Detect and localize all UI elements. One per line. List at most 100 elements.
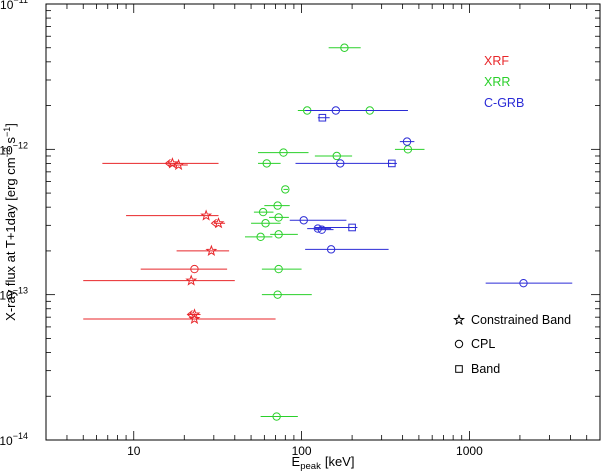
data-points — [83, 43, 573, 421]
circle-marker — [331, 106, 341, 115]
circle-marker — [256, 232, 265, 242]
data-point — [126, 209, 219, 221]
circle-marker — [273, 201, 282, 210]
square-marker — [388, 159, 396, 168]
legend-xrf: XRF — [484, 54, 509, 68]
y-tick-label: 10−13 — [0, 286, 28, 303]
circle-marker — [190, 264, 199, 274]
data-point — [289, 216, 347, 225]
data-point — [305, 106, 408, 115]
data-point — [269, 213, 289, 222]
square-marker — [318, 113, 327, 122]
star-marker — [185, 274, 198, 286]
data-point — [387, 159, 397, 168]
star-marker — [188, 312, 201, 325]
data-point — [261, 264, 302, 274]
data-point — [399, 137, 415, 146]
data-point — [258, 159, 281, 168]
data-point — [394, 145, 425, 154]
legend-cgrb: C-GRB — [484, 96, 524, 110]
circle-marker — [262, 159, 271, 168]
circle-marker — [317, 225, 327, 234]
star-marker — [205, 244, 218, 256]
legend-star: Constrained Band — [452, 313, 571, 327]
legend-circle: CPL — [454, 337, 495, 351]
legend-square-icon — [455, 365, 463, 373]
data-point — [328, 43, 361, 52]
data-point — [83, 274, 235, 286]
data-point — [83, 312, 276, 325]
y-tick-label: 10−12 — [0, 140, 28, 157]
star-marker — [172, 158, 185, 171]
circle-marker — [519, 278, 528, 288]
circle-marker — [332, 151, 341, 161]
circle-marker — [326, 245, 336, 254]
legend-star-icon — [452, 313, 466, 326]
upper-limit-arrow — [210, 218, 217, 228]
legend-square-label: Band — [471, 362, 500, 376]
data-point — [314, 225, 334, 234]
data-point — [168, 158, 188, 171]
data-point — [176, 244, 230, 256]
data-point — [264, 201, 290, 210]
data-point — [314, 151, 353, 161]
circle-marker — [402, 137, 412, 146]
data-point — [244, 232, 273, 242]
x-axis-title-unit: [keV] — [325, 454, 355, 469]
legend-star-label: Constrained Band — [471, 313, 571, 327]
star-marker — [200, 209, 213, 221]
plot-border — [45, 3, 601, 441]
circle-marker — [273, 290, 282, 299]
x-tick-label: 10 — [127, 444, 141, 458]
star-marker — [212, 217, 225, 229]
data-point — [102, 157, 219, 169]
data-point — [295, 159, 391, 168]
circle-marker — [281, 185, 290, 194]
plot-frame — [45, 3, 601, 441]
x-tick-label: 1000 — [456, 444, 483, 458]
circle-marker — [274, 213, 283, 222]
star-marker — [188, 308, 201, 320]
data-point — [253, 207, 274, 217]
data-point — [281, 185, 290, 194]
data-point — [485, 278, 573, 288]
x-axis-title-main: E — [292, 454, 301, 469]
data-point — [314, 223, 358, 232]
upper-limit-arrow — [164, 159, 171, 168]
legend-circle-label: CPL — [471, 337, 495, 351]
y-tick-label: 10−14 — [0, 431, 28, 448]
circle-marker — [336, 159, 345, 168]
circle-marker — [261, 219, 270, 228]
x-tick-label: 100 — [292, 444, 312, 458]
circle-marker — [279, 148, 288, 157]
data-point — [305, 245, 389, 254]
tick-labels: 10 100 1000 10−14 10−13 10−12 10−11 — [0, 0, 483, 458]
circle-marker — [313, 224, 323, 233]
circle-marker — [272, 412, 281, 421]
square-marker — [348, 223, 356, 232]
circle-marker — [299, 216, 308, 225]
x-axis-title: Epeak [keV] — [292, 454, 355, 472]
data-point — [140, 264, 228, 274]
data-point — [210, 217, 226, 229]
legend-circle-icon — [454, 339, 464, 349]
circle-marker — [274, 264, 283, 274]
data-point — [317, 113, 330, 122]
legend-xrr: XRR — [484, 75, 510, 89]
circle-marker — [340, 43, 349, 52]
data-point — [260, 412, 298, 421]
data-point — [261, 290, 312, 299]
circle-marker — [258, 207, 268, 217]
data-point — [251, 219, 281, 228]
data-point — [270, 230, 298, 239]
x-axis-title-sub: peak — [300, 461, 321, 472]
legend-square: Band — [455, 362, 500, 376]
y-axis-title: X-ray flux at T+1day [erg cm−2 s−1] — [2, 123, 18, 321]
data-point — [307, 224, 332, 233]
axis-ticks — [45, 3, 601, 441]
circle-marker — [274, 230, 283, 239]
y-tick-label: 10−11 — [0, 0, 28, 12]
data-point — [258, 148, 309, 157]
